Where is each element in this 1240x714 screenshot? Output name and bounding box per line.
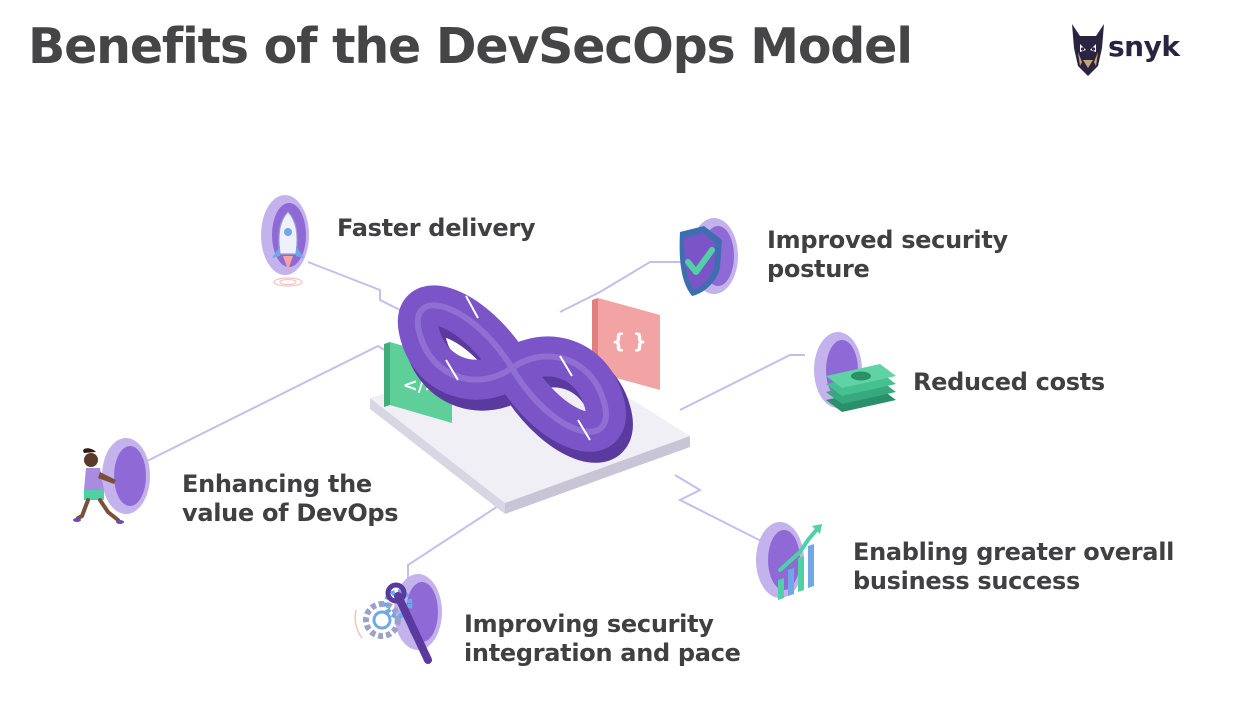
benefit-enhancing-value: Enhancing the value of DevOps	[182, 470, 399, 528]
benefit-improved-security-posture: Improved security posture	[767, 226, 1008, 284]
benefit-improved-security-posture-line-1: Improved security	[767, 226, 1008, 254]
gear-wrench-icon	[354, 574, 442, 664]
infinity-loop-icon	[398, 285, 633, 463]
shield-check-icon	[679, 218, 738, 296]
benefit-enhancing-value-line-2: value of DevOps	[182, 499, 399, 527]
page-title: Benefits of the DevSecOps Model	[28, 18, 913, 75]
benefit-business-success-line-2: business success	[853, 567, 1080, 595]
benefit-business-success-line-1: Enabling greater overall	[853, 538, 1175, 566]
benefit-enhancing-value-line-1: Enhancing the	[182, 470, 372, 498]
growth-chart-icon	[756, 522, 822, 600]
brand-logo: snyk	[1068, 22, 1188, 78]
code-card-right-text: { }	[611, 329, 646, 353]
brand-name: snyk	[1108, 30, 1180, 63]
benefit-improved-security-posture-line-2: posture	[767, 255, 870, 283]
benefit-security-integration: Improving security integration and pace	[464, 610, 741, 668]
benefit-faster-delivery-line-1: Faster delivery	[337, 214, 536, 242]
rocket-icon	[261, 195, 309, 287]
benefit-reduced-costs: Reduced costs	[913, 368, 1105, 397]
benefit-security-integration-line-1: Improving security	[464, 610, 714, 638]
benefit-security-integration-line-2: integration and pace	[464, 639, 741, 667]
benefit-business-success: Enabling greater overall business succes…	[853, 538, 1174, 596]
money-stack-icon	[814, 332, 896, 412]
doberman-dog-icon	[1072, 24, 1104, 76]
running-person-icon	[73, 438, 150, 524]
benefit-reduced-costs-line-1: Reduced costs	[913, 368, 1105, 396]
benefit-faster-delivery: Faster delivery	[337, 214, 536, 243]
